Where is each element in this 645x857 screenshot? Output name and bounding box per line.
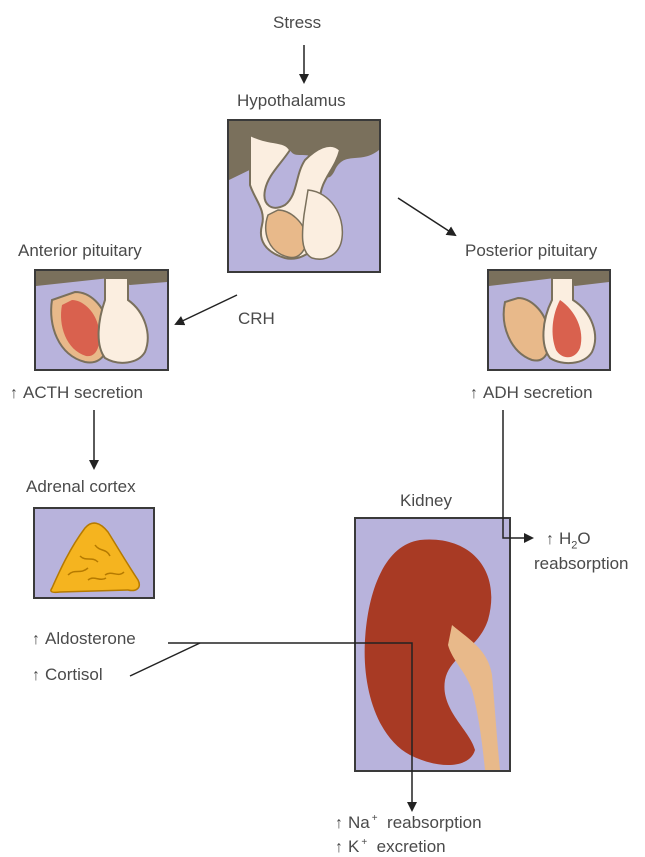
adrenal-cortex-label: Adrenal cortex bbox=[26, 478, 136, 495]
hypothalamus-label: Hypothalamus bbox=[237, 92, 346, 109]
crh-label: CRH bbox=[238, 310, 275, 327]
arrow-hypothalamus-to-posterior-pituitary bbox=[398, 198, 455, 235]
adrenal-cortex-illustration bbox=[34, 508, 154, 598]
acth-secretion-label: ↑ACTH secretion bbox=[10, 384, 143, 402]
posterior-pituitary-illustration bbox=[488, 270, 610, 370]
anterior-pituitary-illustration bbox=[35, 270, 168, 370]
kidney-illustration bbox=[355, 518, 510, 771]
increase-arrow-icon: ↑ bbox=[335, 839, 343, 856]
increase-arrow-icon: ↑ bbox=[10, 385, 18, 402]
arrow-crh-to-anterior-pituitary bbox=[176, 295, 237, 324]
h2o-reabsorption-label: reabsorption bbox=[534, 555, 629, 572]
posterior-pituitary-label: Posterior pituitary bbox=[465, 242, 597, 259]
na-reabsorption-label: ↑Na+ reabsorption bbox=[335, 814, 482, 832]
k-excretion-label: ↑K+ excretion bbox=[335, 838, 446, 856]
increase-arrow-icon: ↑ bbox=[32, 667, 40, 684]
increase-arrow-icon: ↑ bbox=[32, 631, 40, 648]
increase-arrow-icon: ↑ bbox=[546, 531, 554, 548]
adh-secretion-label: ↑ADH secretion bbox=[470, 384, 593, 402]
aldosterone-label: ↑Aldosterone bbox=[32, 630, 136, 648]
hypothalamus-illustration bbox=[228, 120, 380, 272]
anterior-pituitary-label: Anterior pituitary bbox=[18, 242, 142, 259]
kidney-label: Kidney bbox=[400, 492, 452, 509]
cortisol-label: ↑Cortisol bbox=[32, 666, 103, 684]
increase-arrow-icon: ↑ bbox=[335, 815, 343, 832]
h2o-label: ↑H2O bbox=[546, 530, 591, 551]
line-cortisol-to-kidney bbox=[130, 643, 200, 676]
stress-label: Stress bbox=[273, 14, 321, 31]
increase-arrow-icon: ↑ bbox=[470, 385, 478, 402]
